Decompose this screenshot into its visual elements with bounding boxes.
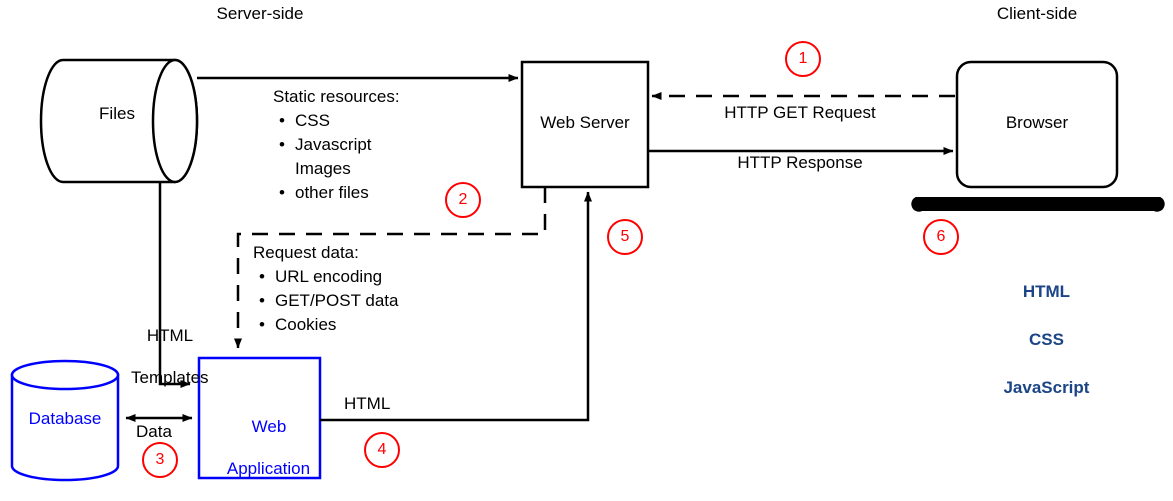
html-edge-label: HTML bbox=[344, 394, 391, 413]
static-resources-item-label: other files bbox=[295, 183, 369, 202]
step-marker-1: 1 bbox=[785, 41, 821, 77]
edge-web-server-to-web-application bbox=[234, 187, 547, 349]
request-data-item-cookies: • Cookies bbox=[253, 313, 398, 337]
http-get-request-label: HTTP GET Request bbox=[724, 103, 876, 122]
step-marker-5: 5 bbox=[607, 219, 643, 255]
html-templates-label: HTML Templates bbox=[108, 304, 213, 409]
bullet-icon: • bbox=[259, 315, 265, 334]
static-resources-item-javascript: • Javascript bbox=[273, 133, 400, 157]
web-application-node-label: Web Application bbox=[199, 395, 320, 500]
html-templates-line2: Templates bbox=[131, 368, 209, 387]
request-data-item-label: Cookies bbox=[275, 315, 337, 334]
static-resources-list: Static resources: • CSS • Javascript Ima… bbox=[273, 85, 400, 205]
static-resources-item-other-files: • other files bbox=[273, 181, 400, 205]
web-application-label-line2: Application bbox=[226, 459, 311, 478]
html-templates-line1: HTML bbox=[146, 326, 194, 345]
bullet-icon: • bbox=[259, 291, 265, 310]
bullet-icon: • bbox=[279, 135, 285, 154]
request-data-item-label: GET/POST data bbox=[275, 291, 399, 310]
step-marker-2: 2 bbox=[445, 182, 481, 218]
step-marker-4: 4 bbox=[364, 432, 400, 468]
static-resources-item-css: • CSS bbox=[273, 109, 400, 133]
web-server-node-label: Web Server bbox=[540, 113, 630, 132]
database-node-shape bbox=[10, 359, 120, 482]
client-technology-css: CSS bbox=[1028, 330, 1064, 349]
browser-stand-shape bbox=[911, 197, 1165, 212]
client-technology-html: HTML bbox=[1022, 282, 1071, 301]
browser-node-label: Browser bbox=[1005, 113, 1069, 132]
files-node-shape bbox=[39, 58, 199, 184]
static-resources-item-label: Javascript bbox=[295, 135, 372, 154]
bullet-icon: • bbox=[279, 183, 285, 202]
request-data-heading: Request data: bbox=[253, 243, 359, 262]
edge-web-application-to-web-server bbox=[320, 191, 592, 422]
request-data-item-get-post-data: • GET/POST data bbox=[253, 289, 398, 313]
bullet-icon: • bbox=[259, 267, 265, 286]
static-resources-item-label: Images bbox=[295, 159, 351, 178]
client-side-header: Client-side bbox=[996, 4, 1078, 23]
request-data-item-label: URL encoding bbox=[275, 267, 383, 286]
files-node-label: Files bbox=[99, 104, 135, 123]
client-technologies-list: HTML CSS JavaScript bbox=[957, 256, 1117, 424]
static-resources-item-images: Images bbox=[273, 157, 400, 181]
server-side-header: Server-side bbox=[216, 4, 304, 23]
web-server-node-shape bbox=[520, 60, 650, 189]
http-response-label: HTTP Response bbox=[737, 153, 863, 172]
step-marker-3: 3 bbox=[142, 442, 178, 478]
request-data-item-url-encoding: • URL encoding bbox=[253, 265, 398, 289]
client-technology-javascript: JavaScript bbox=[1003, 378, 1090, 397]
bullet-icon: • bbox=[279, 111, 285, 130]
request-data-list: Request data: • URL encoding • GET/POST … bbox=[253, 241, 398, 337]
static-resources-item-label: CSS bbox=[295, 111, 330, 130]
web-application-node-shape bbox=[197, 356, 322, 480]
browser-node-shape bbox=[955, 60, 1119, 189]
edge-files-to-web-application bbox=[158, 182, 191, 388]
data-edge-label: Data bbox=[136, 422, 172, 441]
static-resources-heading: Static resources: bbox=[273, 87, 400, 106]
web-application-label-line1: Web bbox=[251, 417, 287, 436]
database-node-label: Database bbox=[28, 409, 102, 428]
step-marker-6: 6 bbox=[923, 219, 959, 255]
